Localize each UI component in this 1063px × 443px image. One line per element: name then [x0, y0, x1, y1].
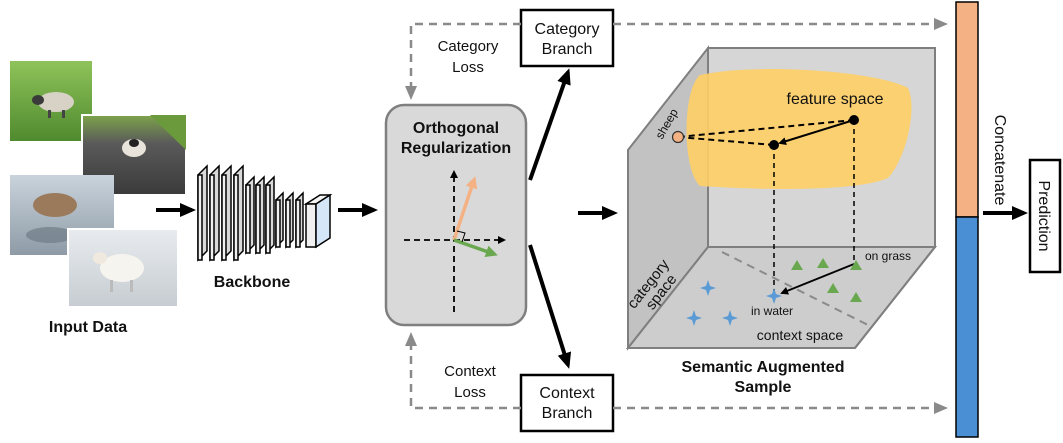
backbone-layers: [197, 164, 333, 262]
category-branch-box: [519, 8, 615, 68]
feature-point-original: [849, 115, 859, 125]
sheep-point: [671, 130, 685, 144]
orthogonal-axes: [404, 170, 506, 312]
image-goat-snow: [67, 228, 179, 308]
context-loss-loop: [405, 332, 948, 414]
feature-space-label: feature space: [787, 91, 884, 108]
context-branch-line1: Context: [539, 385, 595, 402]
category-loss-line1: Category: [438, 38, 499, 55]
category-branch-line2: Branch: [542, 41, 593, 58]
context-shift-arrow: [780, 263, 855, 295]
context-vector: [453, 238, 498, 258]
on-grass-label: on grass: [865, 249, 911, 263]
grass-triangles: [791, 258, 862, 302]
input-images: [10, 61, 187, 308]
ortho-title-line2: Regularization: [401, 140, 511, 157]
semantic-sample-line1: Semantic Augmented: [682, 359, 845, 376]
context-feature-bar: [955, 216, 979, 438]
water-stars: [686, 280, 782, 326]
backbone-label: Backbone: [214, 274, 291, 291]
prediction-label: Prediction: [1035, 180, 1052, 251]
arrow-to-context-branch: [528, 244, 572, 369]
in-water-label: in water: [751, 304, 793, 318]
orthogonal-regularization-box: [384, 103, 528, 327]
category-feature-bar: [955, 1, 979, 218]
category-branch-line1: Category: [535, 21, 600, 38]
category-loss-line2: Loss: [452, 59, 484, 76]
ortho-title-line1: Orthogonal: [413, 120, 499, 137]
concatenate-label: Concatenate: [991, 115, 1008, 206]
feature-space-region: [686, 69, 912, 189]
context-branch-box: [519, 373, 615, 433]
category-loss-loop: [405, 18, 948, 100]
context-loss-line1: Context: [444, 363, 497, 380]
prediction-box: [1028, 158, 1062, 274]
semantic-sample-line2: Sample: [735, 379, 792, 396]
arrow-to-category-branch: [528, 68, 571, 181]
context-branch-line2: Branch: [542, 405, 593, 422]
feature-point-augmented: [769, 140, 779, 150]
context-loss-line2: Loss: [454, 384, 486, 401]
context-space-label: context space: [757, 327, 844, 343]
feature-projections: [677, 119, 855, 292]
image-sheep-grass: [10, 61, 92, 141]
right-angle-mark: [456, 230, 466, 243]
input-data-label: Input Data: [49, 319, 127, 336]
category-vector: [452, 176, 478, 241]
